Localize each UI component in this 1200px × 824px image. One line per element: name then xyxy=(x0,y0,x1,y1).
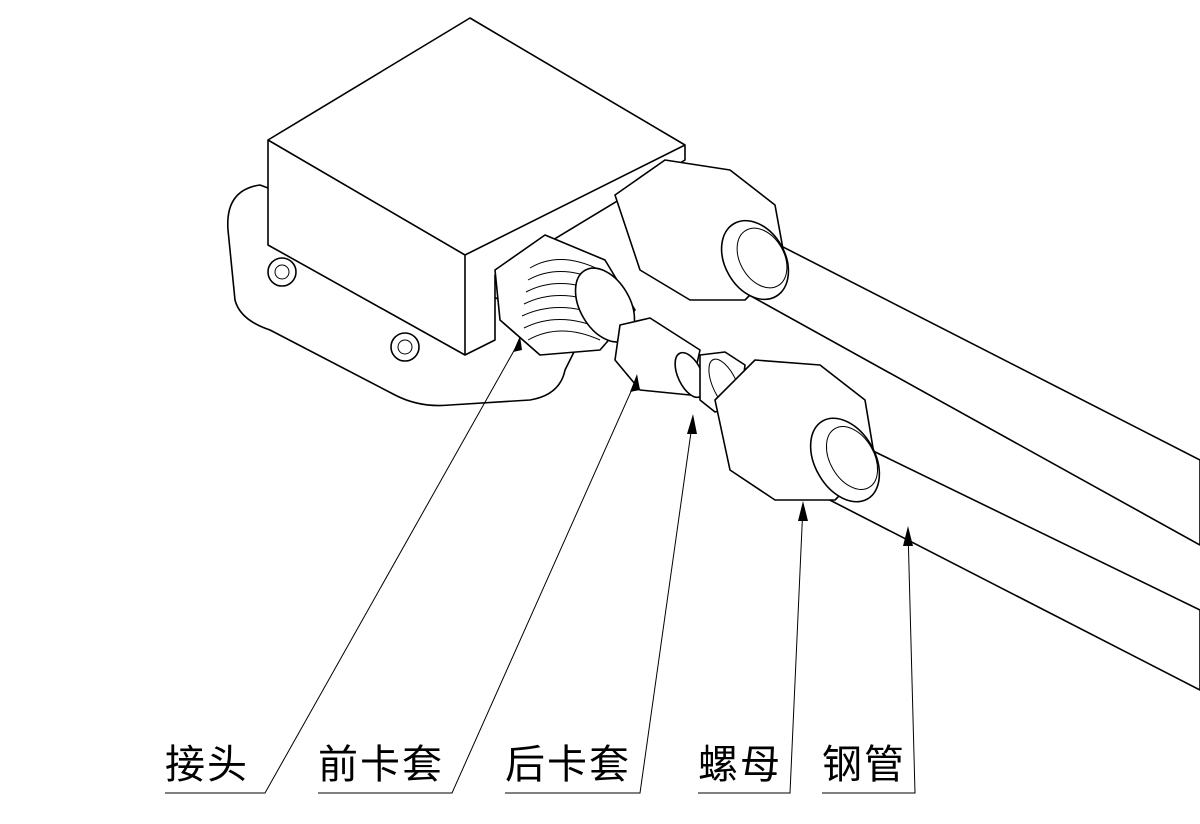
mounting-hole-right xyxy=(390,332,420,362)
mounting-hole-left xyxy=(267,257,297,287)
label-back-ferrule: 后卡套 xyxy=(505,742,631,788)
label-fitting: 接头 xyxy=(165,742,249,788)
label-steel-pipe: 钢管 xyxy=(822,742,906,788)
label-front-ferrule: 前卡套 xyxy=(318,742,444,788)
leader-lines xyxy=(165,336,916,794)
label-nut: 螺母 xyxy=(698,742,782,788)
